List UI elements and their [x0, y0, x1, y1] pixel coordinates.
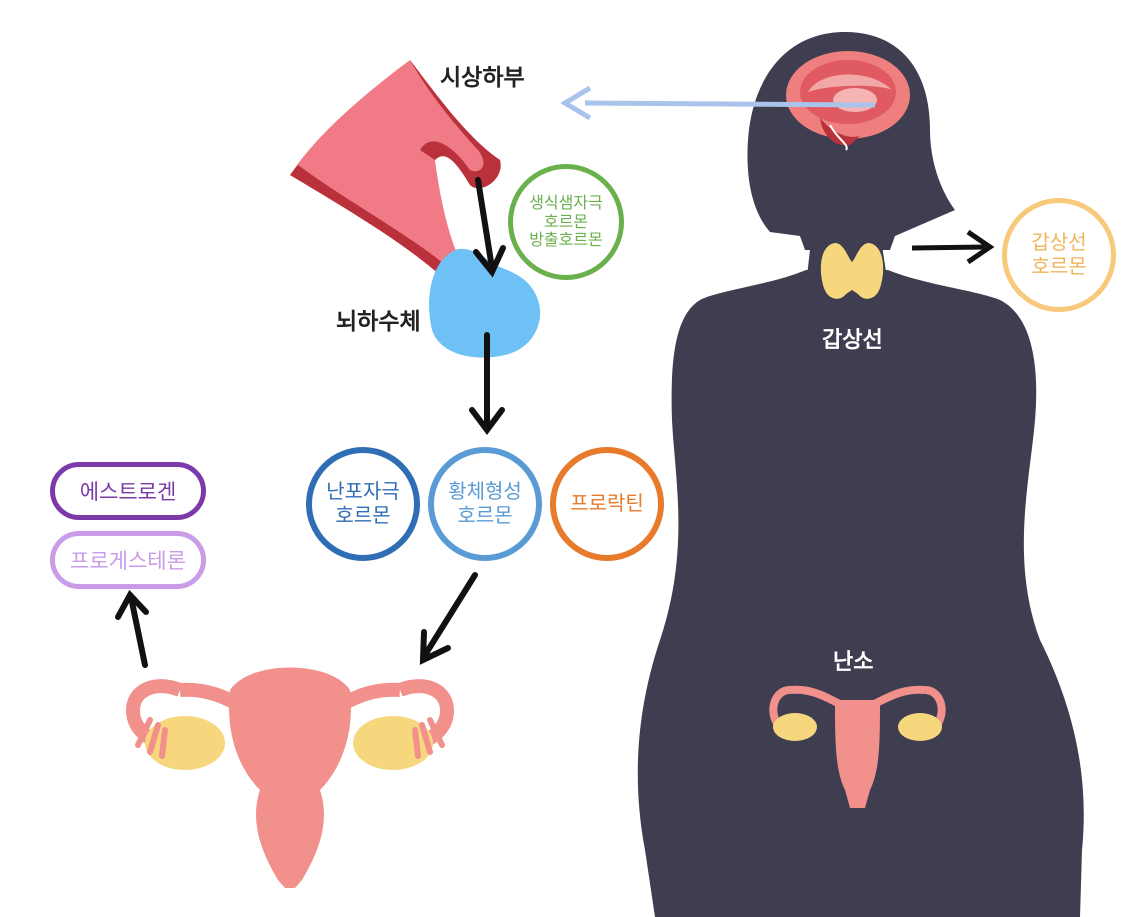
silhouette-uterus [769, 685, 946, 808]
gnrh-line-1: 생식샘자극 [529, 192, 603, 212]
lh-line-2: 호르몬 [457, 503, 513, 527]
lh-circle: 황체형성 호르몬 [428, 447, 542, 561]
estrogen-pill: 에스트로겐 [50, 462, 206, 520]
thyroid-hormone-line-2: 호르몬 [1031, 254, 1087, 278]
gnrh-line-2: 호르몬 [543, 211, 589, 231]
fsh-circle: 난포자극 호르몬 [306, 447, 420, 561]
progesterone-pill: 프로게스테론 [50, 531, 206, 589]
gnrh-line-3: 방출호르몬 [529, 230, 603, 250]
thyroid-gland [820, 243, 884, 299]
flow-arrows [115, 177, 506, 668]
thyroid-arrow [911, 229, 995, 265]
thyroid-label: 갑상선 [822, 328, 883, 353]
lh-line-1: 황체형성 [448, 479, 522, 504]
pituitary-label: 뇌하수체 [336, 309, 421, 335]
fsh-line-2: 호르몬 [335, 503, 391, 527]
thyroid-hormone-circle: 갑상선 호르몬 [1002, 198, 1116, 312]
gnrh-circle: 생식샘자극 호르몬 방출호르몬 [508, 164, 624, 280]
fsh-line-1: 난포자극 [326, 479, 400, 504]
uterus-illustration [126, 667, 454, 888]
ovary-label: 난소 [833, 650, 874, 675]
hypothalamus-illustration [290, 60, 501, 275]
prolactin-circle: 프로락틴 [550, 447, 664, 561]
prolactin-line-1: 프로락틴 [570, 491, 644, 516]
pituitary-gland [429, 248, 541, 358]
brain-illustration [786, 51, 910, 151]
brain-arrow [560, 85, 876, 121]
thyroid-hormone-line-1: 갑상선 [1031, 230, 1087, 255]
hypothalamus-label: 시상하부 [440, 65, 525, 91]
